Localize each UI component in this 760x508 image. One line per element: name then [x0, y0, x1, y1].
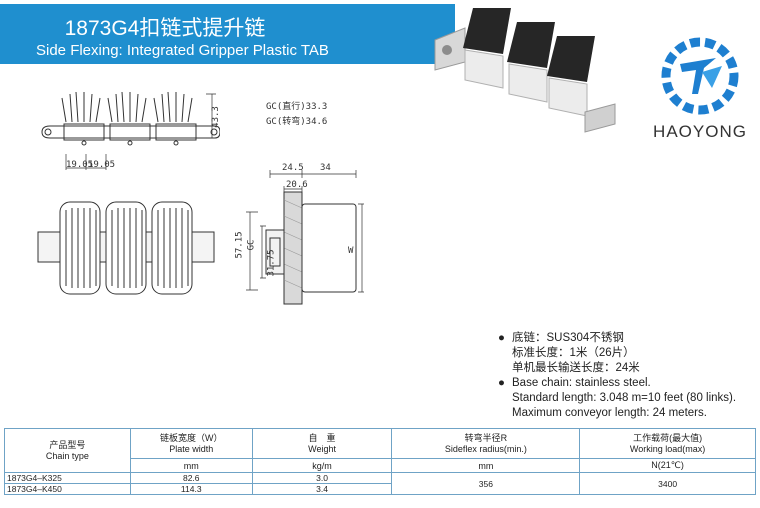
dim-inner: 20.6 — [286, 180, 308, 190]
spec-cn-2: 标准长度：1米（26片） — [512, 347, 635, 359]
row-type: 1873G4–K450 — [4, 483, 131, 495]
table-unit-row: mm kg/m mm N(21℃) — [5, 458, 756, 473]
spec-en-2: Standard length: 3.048 m=10 feet (80 lin… — [512, 392, 737, 404]
unit-load: N(21℃) — [579, 458, 756, 473]
pitch-dim-2: 19.05 — [88, 160, 116, 170]
spec-en-1: Base chain: stainless steel. — [512, 377, 651, 389]
gc-curve: GC(转弯)34.6 — [266, 117, 328, 127]
gc-labels: GC(直行)33.3 GC(转弯)34.6 — [266, 100, 327, 130]
table-row: 1873G4–K325 82.6 3.0 356 3400 — [4, 472, 756, 495]
spec-cn-3: 单机最长输送长度：24米 — [512, 362, 640, 374]
side-view-drawing — [41, 91, 220, 170]
dim-w: W — [348, 246, 354, 256]
pitch-dim-1: 19.05 — [66, 160, 94, 170]
row-weight: 3.0 — [251, 472, 393, 484]
row-load: 3400 — [579, 472, 756, 495]
dim-top-a: 24.5 — [282, 163, 304, 173]
table-row: 1873G4–K450 114.3 3.4 — [4, 483, 756, 495]
gear-logo-icon — [661, 37, 739, 115]
top-view-drawing — [37, 201, 215, 295]
spec-notes: ●底链：SUS304不锈钢 标准长度：1米（26片） 单机最长输送长度：24米 … — [498, 331, 736, 421]
spec-en-3: Maximum conveyor length: 24 meters. — [512, 407, 707, 419]
unit-radius: mm — [391, 458, 581, 473]
height-dim: 43.3 — [210, 106, 221, 128]
bullet-icon: ● — [498, 332, 505, 344]
title-banner: 1873G4扣链式提升链 Side Flexing: Integrated Gr… — [0, 4, 455, 64]
unit-weight: kg/m — [251, 458, 393, 473]
row-width: 114.3 — [129, 483, 253, 495]
gc-straight: GC(直行)33.3 — [266, 102, 328, 112]
brand-logo: HAOYONG — [640, 28, 760, 158]
row-width: 82.6 — [129, 472, 253, 484]
header-plate-width: 链板宽度（W）Plate width — [129, 428, 253, 459]
title-cn: 1873G4扣链式提升链 — [64, 17, 266, 40]
cross-section-drawing — [246, 170, 364, 305]
row-type: 1873G4–K325 — [4, 472, 131, 484]
brand-name: HAOYONG — [653, 122, 747, 141]
spec-cn-1: 底链：SUS304不锈钢 — [512, 332, 624, 344]
bullet-icon: ● — [498, 377, 505, 389]
dim-left-b: 31.75 — [266, 249, 277, 277]
row-weight: 3.4 — [251, 483, 393, 495]
dim-left-a: 57.15 — [234, 231, 245, 259]
unit-plate-width: mm — [129, 458, 253, 473]
product-photo — [434, 8, 616, 133]
dim-left-gc: GC — [246, 239, 257, 251]
dim-top-b: 34 — [320, 163, 331, 173]
header-working-load: 工作载荷(最大值)Working load(max) — [579, 428, 756, 459]
row-radius: 356 — [391, 472, 581, 495]
chain-module-group — [434, 8, 616, 133]
title-en: Side Flexing: Integrated Gripper Plastic… — [36, 42, 329, 59]
